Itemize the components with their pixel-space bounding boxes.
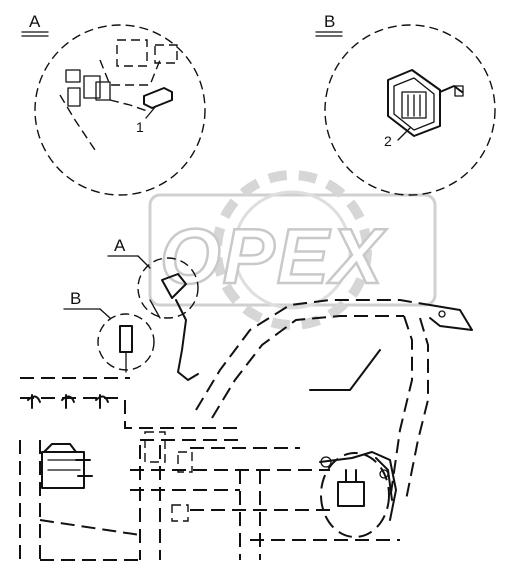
callout-2: 2 [384,133,392,149]
work-lamp-part [387,69,464,137]
detail-a-label: A [29,12,41,31]
main-machine-view: A B [19,236,473,561]
main-callout-b: B [70,289,81,308]
fastener-row [27,394,109,409]
detail-view-a: A 1 [21,12,206,196]
detail-a-circle [34,24,206,196]
switch-part [143,87,173,109]
main-detail-a-circle [137,257,199,319]
callout-1: 1 [136,119,144,135]
main-callout-a: A [114,236,126,255]
detail-b-label: B [324,12,335,31]
rear-axle [319,451,397,538]
hydraulic-block [41,443,93,489]
detail-b-circle [324,24,496,196]
detail-view-b: B 2 [315,12,496,196]
watermark: OPEX [148,170,437,330]
watermark-text: OPEX [160,212,387,300]
